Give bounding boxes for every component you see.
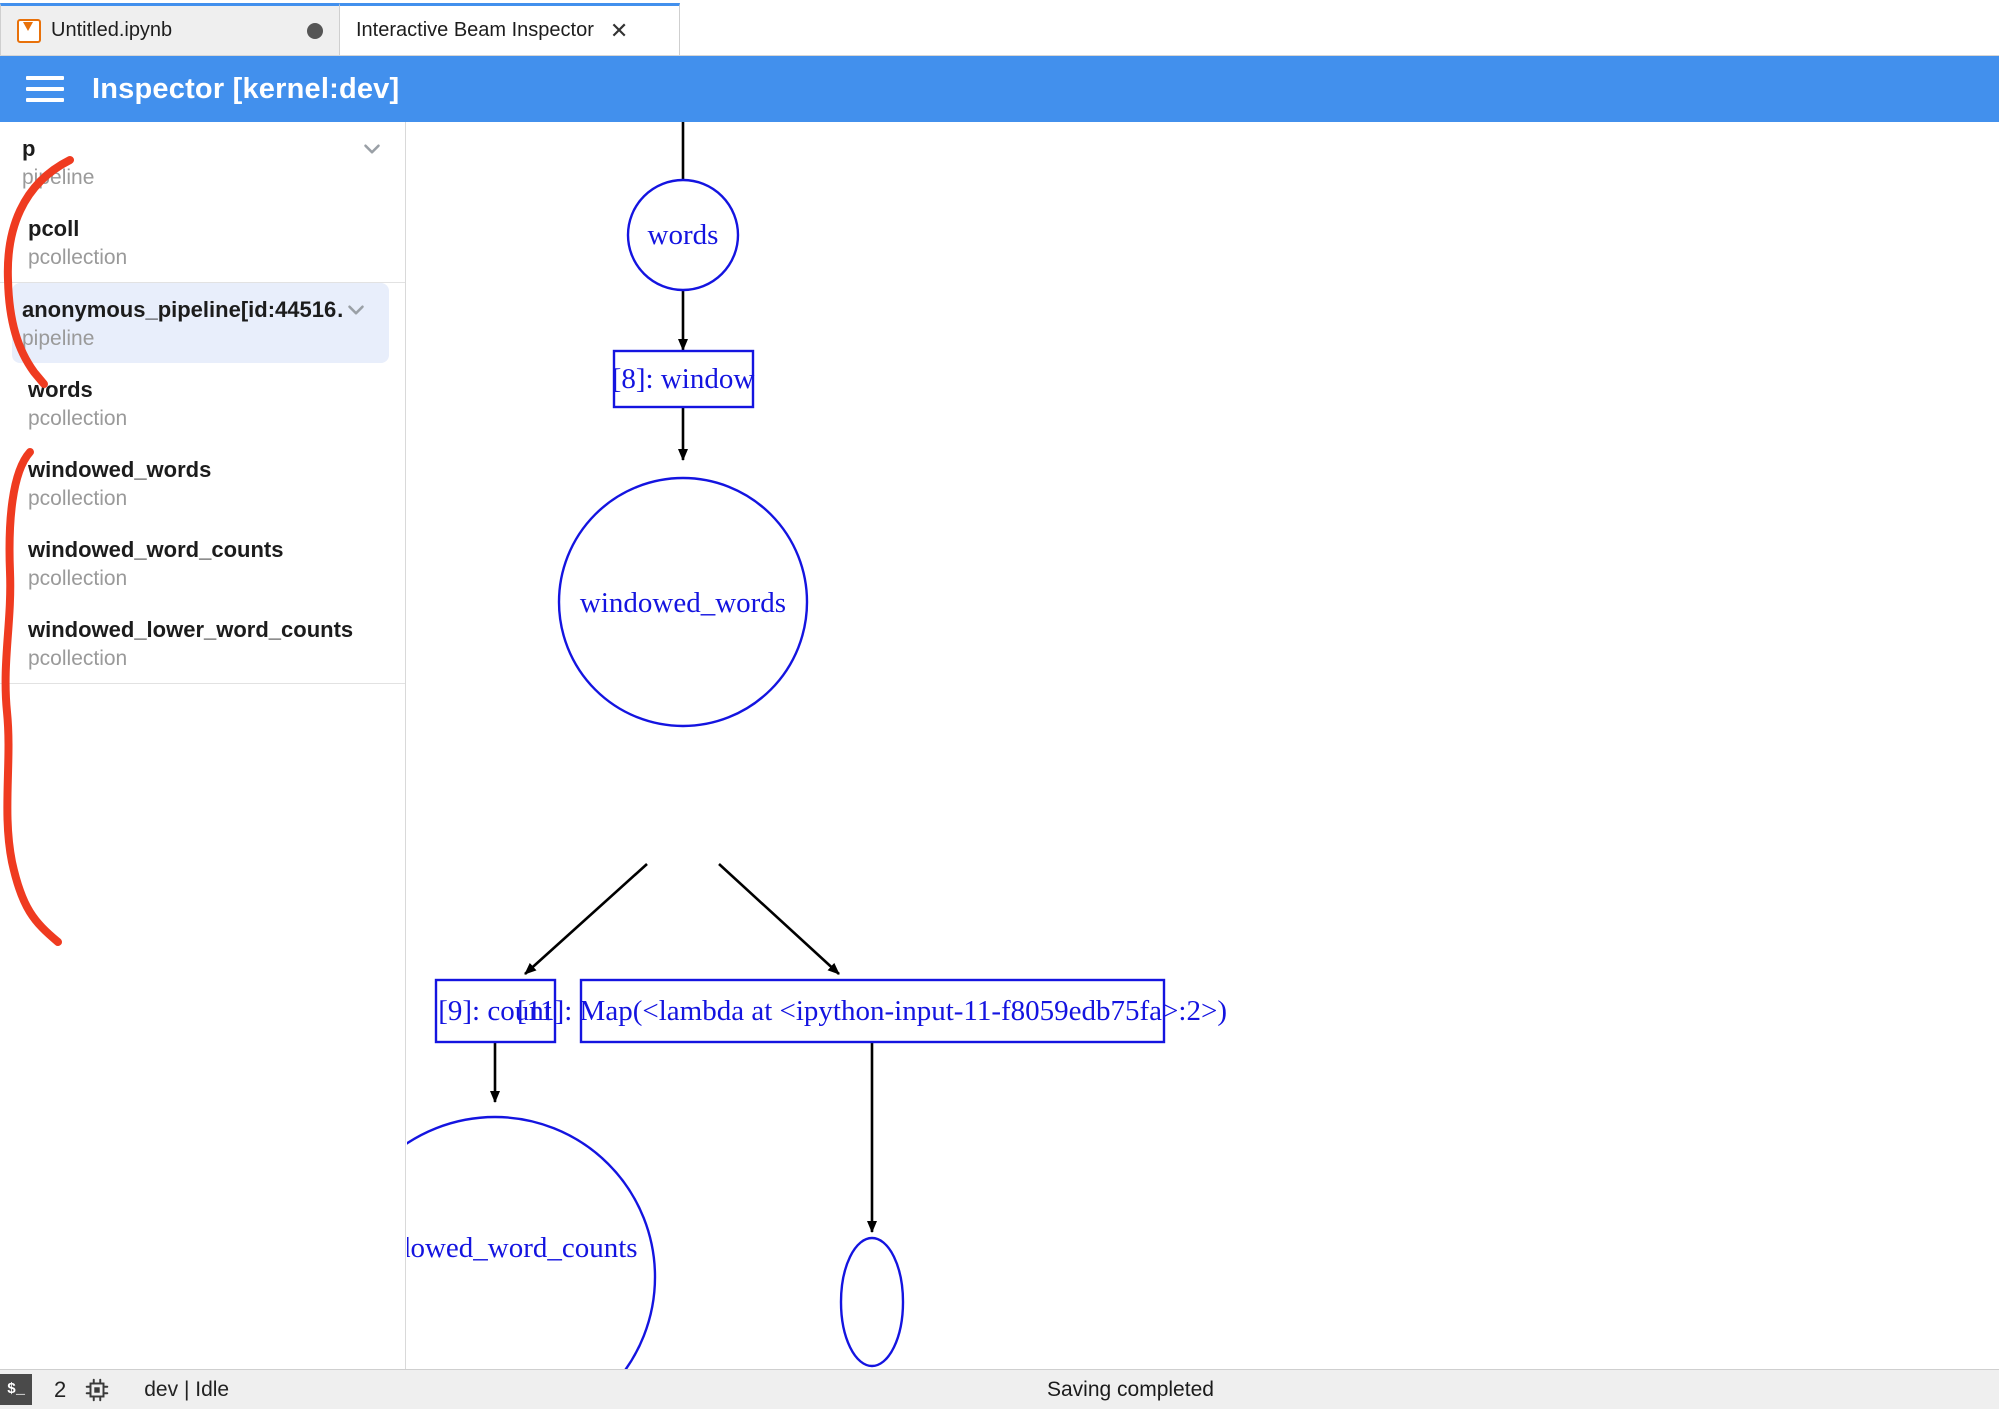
chevron-down-icon[interactable]: [343, 297, 369, 323]
sidebar-item-label: windowed_lower_word_counts: [28, 617, 354, 642]
sidebar-item-p[interactable]: p pipeline: [0, 122, 405, 202]
graph-node-count[interactable]: [9]: count: [434, 978, 557, 1044]
sidebar-item-pcoll[interactable]: pcoll pcollection: [0, 202, 405, 282]
sidebar-item-type: pcollection: [28, 407, 128, 430]
sidebar-item-label: words: [28, 377, 93, 402]
graph-node-label: windowed_words: [580, 587, 786, 619]
status-bar: $_ 2 dev | Idle Saving completed: [0, 1369, 1999, 1409]
sidebar-item-type: pcollection: [28, 487, 128, 510]
page-title: Inspector [kernel:dev]: [92, 72, 400, 105]
sidebar-item-label: p: [22, 136, 36, 161]
unsaved-indicator-icon[interactable]: [307, 22, 323, 39]
inspector-sidebar[interactable]: p pipeline pcoll pcollection: [0, 122, 406, 1369]
terminal-count: 2: [54, 1376, 67, 1402]
graph-node-label: windowed_word_counts: [407, 1232, 638, 1264]
graph-node-windowed-words[interactable]: windowed_words: [557, 476, 809, 728]
sidebar-item-label: anonymous_pipeline[id:44516…: [22, 297, 343, 322]
sidebar-item-windowed-word-counts[interactable]: windowed_word_counts pcollection: [0, 523, 405, 603]
graph-node-unnamed[interactable]: [839, 1236, 905, 1368]
sidebar-item-label: windowed_word_counts: [28, 537, 284, 562]
sidebar-item-windowed-words[interactable]: windowed_words pcollection: [0, 443, 405, 523]
graph-node-map[interactable]: [11]: Map(<lambda at <ipython-input-11-f…: [517, 978, 1227, 1044]
sidebar-item-type: pcollection: [28, 246, 128, 269]
tab-label: Untitled.ipynb: [51, 19, 173, 41]
graph-node-windowed-word-counts[interactable]: windowed_word_counts: [407, 1115, 657, 1369]
sidebar-item-type: pcollection: [28, 647, 128, 670]
cpu-icon[interactable]: [84, 1377, 110, 1403]
sidebar-item-windowed-lower-word-counts[interactable]: windowed_lower_word_counts pcollection: [0, 603, 405, 683]
tab-interactive-beam-inspector[interactable]: Interactive Beam Inspector ✕: [340, 3, 680, 55]
sidebar-item-type: pipeline: [22, 327, 95, 350]
graph-node-label: [11]: Map(<lambda at <ipython-input-11-f…: [517, 995, 1227, 1027]
close-icon[interactable]: ✕: [609, 17, 629, 43]
chevron-down-icon[interactable]: [359, 136, 385, 162]
inspector-body: p pipeline pcoll pcollection: [0, 122, 1999, 1369]
sidebar-item-label: pcoll: [28, 216, 80, 241]
tab-bar: Untitled.ipynb Interactive Beam Inspecto…: [0, 0, 1999, 56]
pipeline-graph-svg: words [8]: window windowed_words [9]: co…: [407, 122, 1227, 1369]
graph-node-label: [8]: window: [612, 363, 755, 395]
sidebar-group-p: p pipeline pcoll pcollection: [0, 122, 405, 283]
graph-node-words[interactable]: words: [626, 178, 740, 292]
sidebar-item-label: windowed_words: [28, 457, 212, 482]
tab-untitled-ipynb[interactable]: Untitled.ipynb: [0, 3, 340, 55]
notebook-icon: [17, 18, 41, 43]
sidebar-item-words[interactable]: words pcollection: [0, 363, 405, 443]
inspector-toolbar: Inspector [kernel:dev]: [0, 56, 1999, 122]
sidebar-item-anonymous-pipeline[interactable]: anonymous_pipeline[id:44516… pipeline: [12, 283, 389, 363]
sidebar-item-type: pcollection: [28, 567, 128, 590]
pipeline-graph-canvas[interactable]: words [8]: window windowed_words [9]: co…: [407, 122, 1999, 1369]
terminal-icon[interactable]: $_: [0, 1374, 32, 1405]
tab-label: Interactive Beam Inspector: [356, 19, 594, 41]
sidebar-group-anonymous-pipeline: anonymous_pipeline[id:44516… pipeline wo…: [0, 283, 405, 684]
graph-node-window[interactable]: [8]: window: [612, 349, 755, 409]
sidebar-item-type: pipeline: [22, 166, 95, 189]
kernel-status[interactable]: dev | Idle: [144, 1377, 230, 1401]
graph-node-label: words: [648, 219, 719, 251]
graph-node-label: [9]: count: [438, 995, 552, 1027]
hamburger-icon[interactable]: [26, 76, 64, 102]
save-status: Saving completed: [1047, 1377, 1214, 1401]
